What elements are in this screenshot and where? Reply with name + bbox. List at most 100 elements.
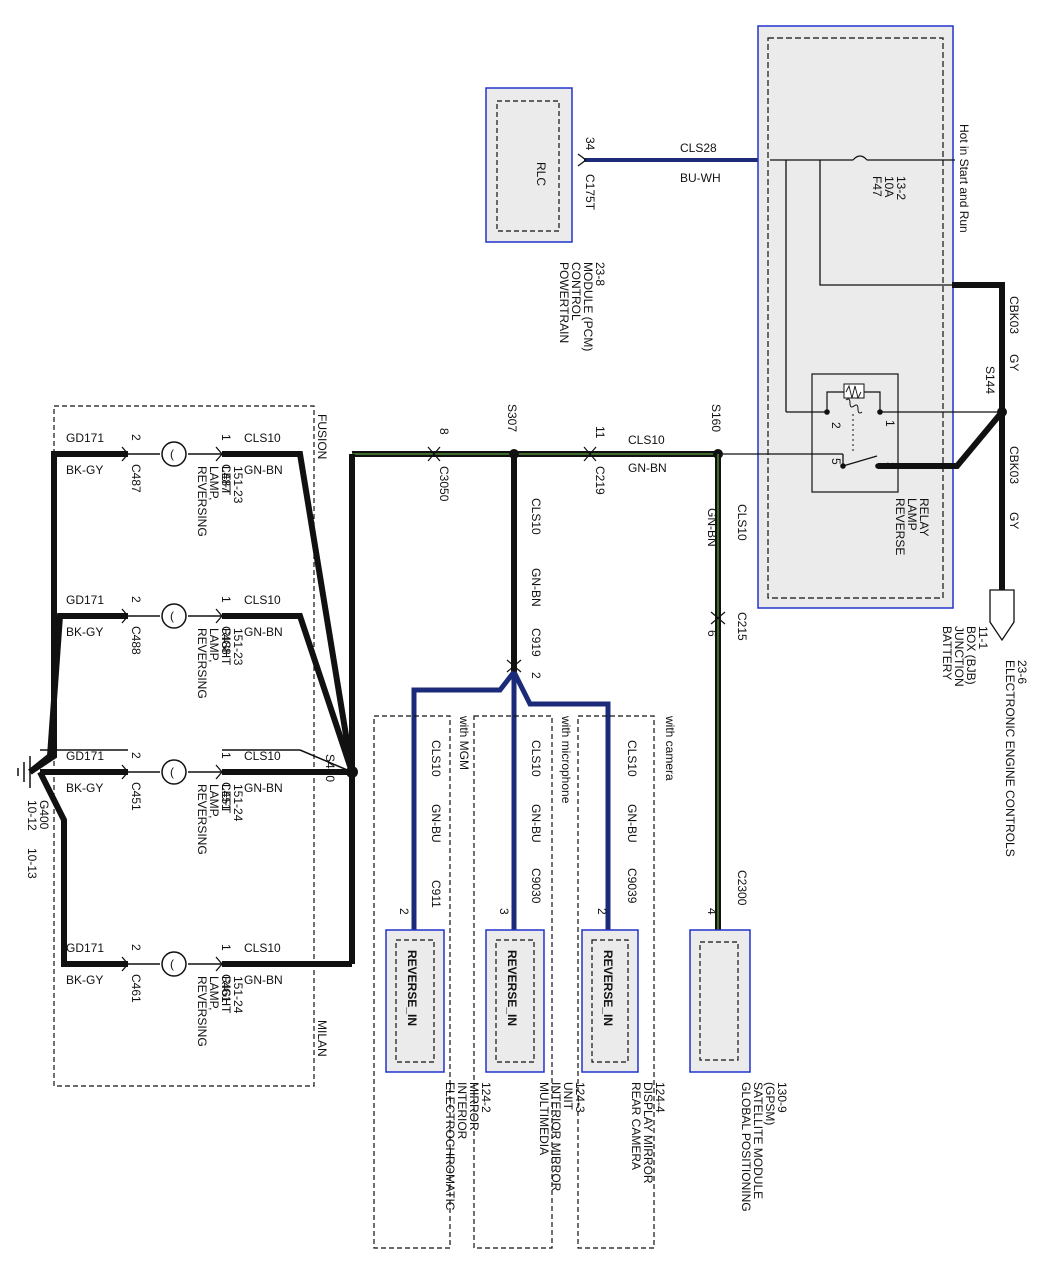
multimedia-mirror-inner <box>495 939 535 1063</box>
lamp-connector-mark <box>121 446 129 462</box>
camera-mirror-name: REAR CAMERA DISPLAY MIRROR 124-4 <box>628 1082 667 1188</box>
ground-wire <box>37 770 128 967</box>
c2300-label: C2300 <box>735 870 749 906</box>
microphone-wire-color: GN-BU <box>529 804 543 843</box>
camera-wire-circuit: CLS10 <box>625 740 639 777</box>
c919-pin: 2 <box>529 672 543 679</box>
lamp-name-line: LAMP, <box>207 628 221 662</box>
reversing-lamp-icon <box>161 759 187 785</box>
relay-switch-arm <box>842 455 878 467</box>
lamp-feed-wire <box>222 451 355 773</box>
connector-c919-mark <box>506 659 522 673</box>
c3050-pin: 8 <box>437 428 451 435</box>
reversing-lamp-symbol: ( <box>170 957 174 971</box>
gpsm-name-line: (GPSM) <box>763 1082 777 1125</box>
gpsm-branch: C215 6 CLS10 GN-BN C2300 4 GLOBAL POSITI… <box>689 454 789 1216</box>
cbk03-lower-wire <box>878 403 1005 590</box>
pcm-connector: C175T <box>583 174 597 211</box>
splice-s307-label: S307 <box>505 404 519 432</box>
bjb-name: BATTERY JUNCTION BOX (BJB) 11-1 <box>939 626 990 691</box>
lamp-connector-in: C487 <box>219 464 233 493</box>
lamp-out-color: BK-GY <box>66 973 103 987</box>
mirror-branch-color: GN-BN <box>529 568 543 607</box>
pcm-wire-color: BU-WH <box>680 171 721 185</box>
lamp-out-color: BK-GY <box>66 781 103 795</box>
eec-label: ELECTRONIC ENGINE CONTROLS 23-6 <box>1002 660 1029 861</box>
lamp-connector-in: C461 <box>219 974 233 1003</box>
lamp-in-circuit: CLS10 <box>244 593 281 607</box>
mgm-wire-circuit: CLS10 <box>429 740 443 777</box>
lamp-connector-mark <box>121 764 129 780</box>
gpsm-name: GLOBAL POSITIONING SATELLITE MODULE (GPS… <box>738 1082 789 1216</box>
lamp-connector-out: C451 <box>129 782 143 811</box>
mirror-mgm-wire <box>411 670 516 936</box>
ground-name: G400 <box>37 800 51 830</box>
lamp-pin-out: 2 <box>129 596 143 603</box>
mgm-inner-label: REVERSE_IN <box>405 950 419 1026</box>
fuse-label: F47 10A 13-2 <box>869 176 908 202</box>
pcm-wire-circuit: CLS28 <box>680 141 717 155</box>
ground-wire <box>28 613 128 775</box>
pcm-inner-label: RLC <box>534 162 548 186</box>
lamp-name-line: RIGHT <box>219 976 233 1014</box>
microphone-mirror-name-line: MULTIMEDIA <box>537 1082 551 1155</box>
lamp-name-line: LEFT <box>219 466 233 496</box>
lamp-name-line: REVERSING <box>195 628 209 699</box>
lamp-connector-in: C451 <box>219 782 233 811</box>
gpsm-wire-color: GN-BN <box>705 508 719 547</box>
lamp-in-circuit: CLS10 <box>244 431 281 445</box>
milan-label: MILAN <box>315 1020 329 1057</box>
main-bus-circuit: CLS10 <box>628 433 665 447</box>
lamp-in-circuit: CLS10 <box>244 749 281 763</box>
fuse-line: F47 <box>870 176 884 197</box>
lamp-name: REVERSINGLAMP,LEFT151-23 <box>195 466 245 537</box>
rear-camera-mirror-box <box>581 929 639 1073</box>
reversing-lamp-icon <box>161 603 187 629</box>
lamp-name-line: LAMP, <box>207 976 221 1010</box>
splice-s144-label: S144 <box>983 366 997 394</box>
microphone-pin: 3 <box>497 908 511 915</box>
splice-s410-label: S410 <box>323 754 337 782</box>
cbk03-lower-color: GY <box>1007 512 1021 529</box>
relay-pin-label: 2 <box>829 422 843 429</box>
connector-c3050-mark <box>427 446 441 462</box>
pcm-pin: 34 <box>583 137 597 151</box>
fuse-feed-wire <box>819 160 952 286</box>
bjb-box <box>757 25 954 609</box>
cbk03-upper-color: GY <box>1007 354 1021 371</box>
eec-arrow-icon <box>989 589 1015 642</box>
c215-label: C215 <box>735 612 749 641</box>
pcm-module: RLC 34 C175T POWERTRAIN CONTROL MODULE (… <box>485 87 607 351</box>
electrochromatic-mirror-inner <box>395 939 435 1063</box>
relay-coil-winding <box>845 398 863 414</box>
fuse-f47-symbol <box>852 155 868 161</box>
mirror-branch: CLS10 GN-BN C919 2 with camera with micr… <box>373 454 677 1249</box>
lamp-out-color: BK-GY <box>66 625 103 639</box>
relay-label-line: RELAY <box>917 498 931 536</box>
relay-label-line: REVERSE <box>893 498 907 555</box>
lamp-out-circuit: GD171 <box>66 941 104 955</box>
lamp-connector-out: C488 <box>129 626 143 655</box>
relay-coil-zigzag <box>845 384 862 400</box>
bjb-name-line: BATTERY <box>940 626 954 680</box>
camera-connector: C9039 <box>625 868 639 904</box>
gpsm-module-box <box>689 929 751 1073</box>
camera-inner-label: REVERSE_IN <box>601 950 615 1026</box>
lamp-connector-in: C488 <box>219 626 233 655</box>
gpsm-inner-box <box>699 941 739 1061</box>
lamp-name-line: REVERSING <box>195 466 209 537</box>
bjb-name-line: 11-1 <box>976 626 990 649</box>
lamp-name: REVERSINGLAMP,LEFT151-24 <box>195 784 245 855</box>
hot-in-start-run-note: Hot in Start and Run <box>957 124 971 233</box>
relay-pin-label: 5 <box>829 458 843 465</box>
mgm-connector: C911 <box>429 880 443 908</box>
lamp-pin-in: 1 <box>219 944 233 951</box>
lamp-pin-out: 2 <box>129 752 143 759</box>
rear-camera-mirror-inner <box>591 939 629 1063</box>
lamp-in-color: GN-BN <box>244 463 283 477</box>
relay-label: REVERSE LAMP RELAY <box>892 498 931 560</box>
